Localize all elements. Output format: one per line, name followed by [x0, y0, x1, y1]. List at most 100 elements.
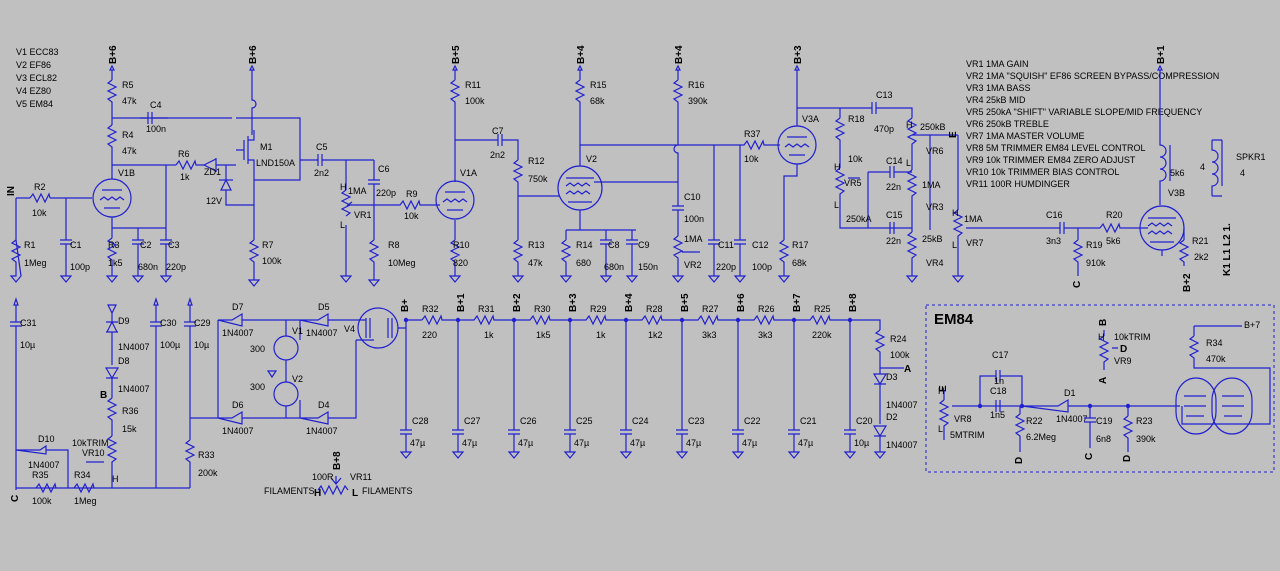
net-in: IN [6, 186, 17, 196]
r17-value: 68k [792, 258, 807, 268]
net-b6-bus: B+6 [736, 293, 747, 312]
c27-label: C27 [464, 416, 481, 426]
r10-value: 820 [453, 258, 468, 268]
r36-value: 15k [122, 424, 137, 434]
vr1-h: H [340, 182, 347, 192]
vr11-l: L [352, 488, 358, 499]
r20-label: R20 [1106, 210, 1123, 220]
r26-value: 3k3 [758, 330, 773, 340]
r18-value: 10k [848, 154, 863, 164]
em-vr8-value: 5MTRIM [950, 430, 985, 440]
c10-value: 100n [684, 214, 704, 224]
r33-value: 200k [198, 468, 218, 478]
c24-label: C24 [632, 416, 649, 426]
r9-value: 10k [404, 211, 419, 221]
vr6-l: L [906, 158, 911, 168]
c9-label: C9 [638, 240, 650, 250]
em-d1-label: D1 [1064, 388, 1076, 398]
spkr-label: SPKR1 [1236, 152, 1266, 162]
v1b-label: V1B [118, 168, 135, 178]
c23-label: C23 [688, 416, 705, 426]
r32-value: 220 [422, 330, 437, 340]
r16-label: R16 [688, 80, 705, 90]
control-notes: VR1 1MA GAIN VR2 1MA "SQUISH" EF86 SCREE… [966, 59, 1219, 189]
net-b5-bus: B+5 [680, 293, 691, 312]
r11-value: 100k [465, 96, 485, 106]
c20-label: C20 [856, 416, 873, 426]
note-line: VR4 25kB MID [966, 95, 1026, 105]
em-vr9-h: H [1098, 332, 1105, 342]
net-b6-a: B+6 [108, 45, 119, 64]
c12-label: C12 [752, 240, 769, 250]
r4-value: 47k [122, 146, 137, 156]
net-k1l1l2: K1 L1 L2 1. [1222, 223, 1233, 276]
c11-value: 220p [716, 262, 736, 272]
r27-label: R27 [702, 304, 719, 314]
legend-line: V4 EZ80 [16, 86, 51, 96]
d10-value: 1N4007 [28, 460, 60, 470]
em-vr9-value: 10kTRIM [1114, 332, 1151, 342]
vr5-label: VR5 [844, 178, 862, 188]
vr7-h: H [952, 208, 959, 218]
c31-label: C31 [20, 318, 37, 328]
c4-value: 100n [146, 124, 166, 134]
net-b-a: B [100, 390, 107, 401]
em-vr8-l: L [938, 424, 943, 434]
em-r22-value: 6.2Meg [1026, 432, 1056, 442]
r21-label: R21 [1192, 236, 1209, 246]
em-c19-value: 6n8 [1096, 434, 1111, 444]
c16-value: 3n3 [1046, 236, 1061, 246]
vr1-l: L [340, 220, 345, 230]
r1-value: 1Meg [24, 258, 47, 268]
r29-value: 1k [596, 330, 606, 340]
note-line: VR2 1MA "SQUISH" EF86 SCREEN BYPASS/COMP… [966, 71, 1219, 81]
note-line: VR7 1MA MASTER VOLUME [966, 131, 1085, 141]
vr6-h: H [906, 120, 913, 130]
d8-value: 1N4007 [118, 384, 150, 394]
net-b3-bus: B+3 [568, 293, 579, 312]
d7-value: 1N4007 [222, 328, 254, 338]
power-supply-section: C31 10µ C D9 1N4007 D8 1N4007 B R36 15k … [10, 293, 918, 506]
c21-value: 47µ [798, 438, 813, 448]
r5-label: R5 [122, 80, 134, 90]
net-e-top: E [948, 131, 959, 138]
em-r34-value: 470k [1206, 354, 1226, 364]
d6-value: 1N4007 [222, 426, 254, 436]
r34-label: R34 [74, 470, 91, 480]
r20-value: 5k6 [1106, 236, 1121, 246]
em-r22-label: R22 [1026, 416, 1043, 426]
r26-label: R26 [758, 304, 775, 314]
net-b8-hum: B+8 [332, 451, 343, 470]
net-b4-b: B+4 [674, 45, 685, 64]
net-b4-bus: B+4 [624, 293, 635, 312]
zd1-value: 12V [206, 196, 222, 206]
r32-label: R32 [422, 304, 439, 314]
zd1-label: ZD1 [204, 167, 221, 177]
r5-value: 47k [122, 96, 137, 106]
note-line: VR10 10k TRIMMER BIAS CONTROL [966, 167, 1119, 177]
spk-left: 4 [1200, 162, 1205, 172]
c4-label: C4 [150, 100, 162, 110]
c23-value: 47µ [686, 438, 701, 448]
r2-value: 10k [32, 208, 47, 218]
d9-label: D9 [118, 316, 130, 326]
c22-label: C22 [744, 416, 761, 426]
vr10-value: 10kTRIM [72, 438, 109, 448]
c2-label: C2 [140, 240, 152, 250]
em-net-b: B [1098, 319, 1109, 326]
r4-label: R4 [122, 130, 134, 140]
d2-value: 1N4007 [886, 440, 918, 450]
c16-label: C16 [1046, 210, 1063, 220]
legend-line: V2 EF86 [16, 60, 51, 70]
v4-label: V4 [344, 324, 355, 334]
legend-line: V3 ECL82 [16, 73, 57, 83]
vr6-label: VR6 [926, 146, 944, 156]
vr11-value: 100R [312, 472, 334, 482]
filaments-left: FILAMENTS [264, 486, 315, 496]
net-b5: B+5 [451, 45, 462, 64]
c3-label: C3 [168, 240, 180, 250]
c5-label: C5 [316, 142, 328, 152]
d8-label: D8 [118, 356, 130, 366]
d4-value: 1N4007 [306, 426, 338, 436]
r30-value: 1k5 [536, 330, 551, 340]
